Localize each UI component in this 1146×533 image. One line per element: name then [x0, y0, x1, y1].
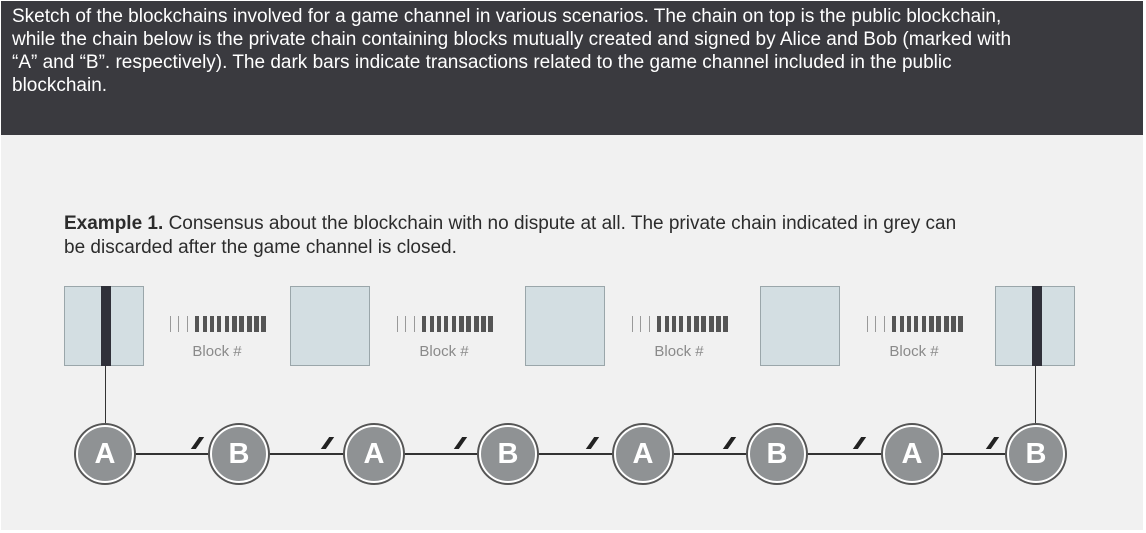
node-bob: B [210, 425, 268, 483]
barcode-stripe [178, 316, 180, 332]
barcode-stripe [444, 316, 449, 332]
barcode-stripe [708, 316, 714, 332]
barcode-stripe [231, 316, 237, 332]
public-block [760, 286, 840, 366]
block-number-label: Block # [654, 343, 704, 360]
barcode-stripe [186, 316, 188, 332]
barcode-stripe [466, 316, 472, 332]
barcode-stripe [892, 316, 897, 332]
anchor-line [1035, 366, 1036, 426]
public-block [290, 286, 370, 366]
barcode-stripe [936, 316, 942, 332]
node-label: A [363, 438, 385, 470]
example-heading: Example 1. [64, 213, 164, 234]
public-block [64, 286, 144, 366]
barcode-stripe [254, 316, 259, 332]
node-bob: B [1007, 425, 1065, 483]
barcode-stripe [224, 316, 229, 332]
barcode-stripe [648, 316, 650, 332]
barcode-stripe [958, 316, 964, 332]
block-number-label: Block # [192, 343, 242, 360]
barcode-stripe [413, 316, 415, 332]
public-block [995, 286, 1075, 366]
example-text-line: be discarded after the game channel is c… [64, 237, 457, 258]
example-description: Example 1. Consensus about the blockchai… [64, 212, 1084, 260]
barcode-stripe [458, 316, 464, 332]
caption-line: while the chain below is the private cha… [12, 29, 1012, 50]
caption-line: Sketch of the blockchains involved for a… [12, 6, 1002, 27]
chain-link [133, 453, 209, 455]
chain-link [536, 453, 613, 455]
barcode-stripe [397, 316, 398, 332]
caption-line: “A” and “B”. respectively). The dark bar… [12, 52, 952, 73]
node-alice: A [614, 425, 672, 483]
barcode-stripe [701, 316, 707, 332]
barcode-stripe [686, 316, 691, 332]
node-label: B [228, 438, 250, 470]
barcode-stripe [170, 316, 171, 332]
node-bob: B [479, 425, 537, 483]
transaction-bar [1032, 286, 1042, 366]
barcode-stripe [473, 316, 479, 332]
node-label: B [497, 438, 519, 470]
barcode-stripe [246, 316, 252, 332]
barcode-stripe [481, 316, 486, 332]
barcode-stripe [906, 316, 911, 332]
barcode-stripe [671, 316, 676, 332]
barcode-stripe [928, 316, 934, 332]
caption-line: blockchain. [12, 75, 108, 96]
node-alice: A [345, 425, 403, 483]
barcode-stripe [723, 316, 729, 332]
barcode-stripe [202, 316, 207, 332]
barcode-stripe [429, 316, 434, 332]
barcode-stripe [875, 316, 877, 332]
barcode-stripe [640, 316, 642, 332]
chain-link [940, 453, 1006, 455]
chain-link [671, 453, 747, 455]
chain-link [402, 453, 478, 455]
barcode-stripe [664, 316, 669, 332]
barcode-stripe [943, 316, 949, 332]
barcode-stripe [679, 316, 684, 332]
node-bob: B [748, 425, 806, 483]
barcode-stripe [657, 316, 662, 332]
barcode-stripe [436, 316, 441, 332]
barcode-stripe [209, 316, 214, 332]
barcode-stripe [693, 316, 699, 332]
barcode-stripe [899, 316, 904, 332]
node-label: B [1025, 438, 1047, 470]
chain-link [267, 453, 344, 455]
barcode-stripe [422, 316, 427, 332]
barcode-stripe [632, 316, 633, 332]
caption-box: Sketch of the blockchains involved for a… [1, 1, 1143, 135]
barcode-stripe [451, 316, 456, 332]
node-label: A [632, 438, 654, 470]
example-text-line: Consensus about the blockchain with no d… [168, 213, 957, 234]
node-label: B [766, 438, 788, 470]
barcode-stripe [261, 316, 267, 332]
barcode-stripe [217, 316, 222, 332]
barcode-stripe [239, 316, 245, 332]
barcode-stripe [951, 316, 956, 332]
barcode-stripe [488, 316, 494, 332]
chain-link [805, 453, 882, 455]
barcode-stripe [405, 316, 407, 332]
transaction-bar [101, 286, 111, 366]
barcode-stripe [867, 316, 868, 332]
barcode-stripe [914, 316, 919, 332]
barcode-stripe [883, 316, 885, 332]
barcode-stripe [921, 316, 926, 332]
barcode-stripe [716, 316, 721, 332]
node-alice: A [883, 425, 941, 483]
node-label: A [901, 438, 923, 470]
block-number-label: Block # [419, 343, 469, 360]
node-label: A [94, 438, 116, 470]
anchor-line [105, 366, 106, 426]
block-number-label: Block # [889, 343, 939, 360]
barcode-stripe [195, 316, 200, 332]
public-block [525, 286, 605, 366]
node-alice: A [76, 425, 134, 483]
